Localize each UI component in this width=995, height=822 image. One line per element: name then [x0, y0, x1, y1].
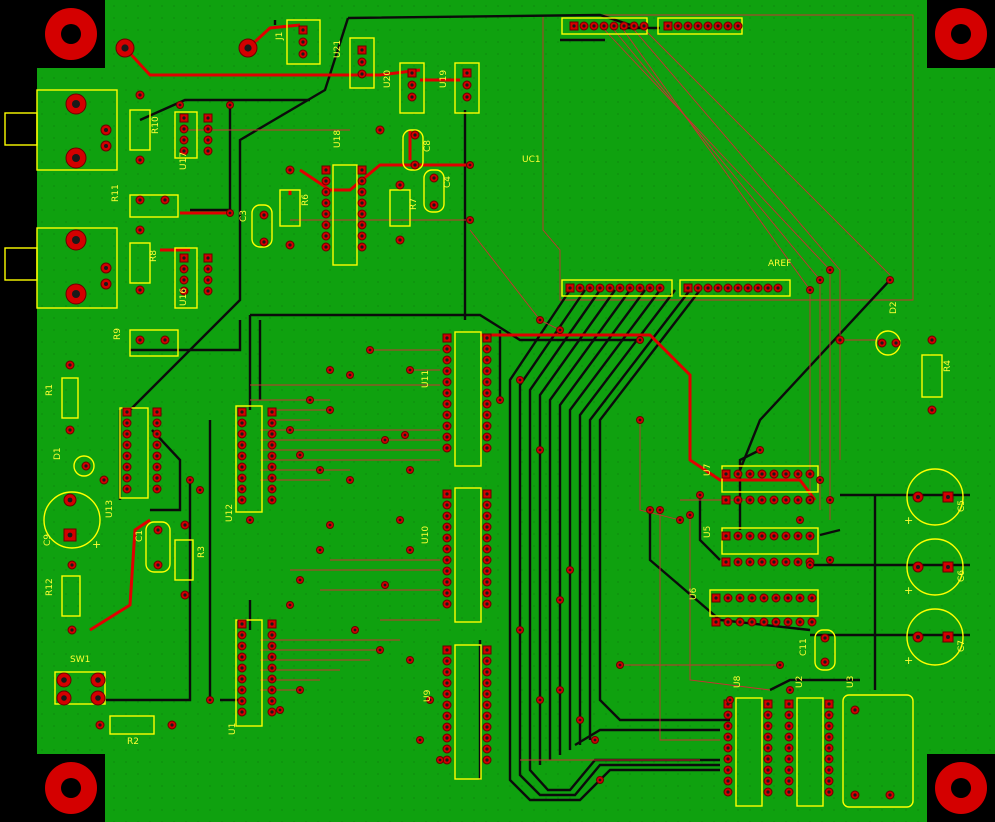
label-U6: U6	[689, 587, 699, 600]
label-D2: D2	[889, 301, 899, 314]
label-U2: U2	[795, 675, 805, 688]
label-R6: R6	[301, 194, 311, 206]
top-tracks	[89, 23, 817, 632]
label-U18: U18	[333, 129, 343, 148]
mounting-hole	[927, 0, 995, 68]
label-U17: U17	[179, 151, 189, 170]
polarity-mark: +	[904, 514, 914, 527]
silkscreen	[4, 17, 964, 808]
label-C5: C5	[957, 499, 967, 512]
label-U16: U16	[179, 287, 189, 306]
label-U9: U9	[423, 689, 433, 702]
label-C9: C9	[43, 533, 53, 546]
label-R10: R10	[151, 116, 161, 134]
label-SW1: SW1	[70, 655, 91, 665]
mounting-hole	[37, 754, 105, 822]
label-R9: R9	[113, 328, 123, 340]
label-U11: U11	[421, 369, 431, 388]
mounting-hole	[37, 0, 105, 68]
polarity-mark: +	[92, 538, 102, 551]
label-U7: U7	[703, 463, 713, 476]
arduino-outline	[542, 14, 914, 301]
label-U19: U19	[439, 69, 449, 88]
label-R8: R8	[149, 250, 159, 262]
label-R3: R3	[197, 546, 207, 558]
signal-lines	[180, 24, 891, 761]
label-U8: U8	[733, 675, 743, 688]
label-U21: U21	[333, 39, 343, 58]
label-R2: R2	[127, 737, 139, 747]
mounting-hole	[927, 754, 995, 822]
pads	[56, 21, 954, 800]
label-C8: C8	[423, 139, 433, 152]
label-U5: U5	[703, 525, 713, 538]
polarity-mark: +	[904, 654, 914, 667]
polarity-mark: +	[904, 584, 914, 597]
label-U13: U13	[105, 499, 115, 518]
label-U20: U20	[383, 69, 393, 88]
label-R1: R1	[45, 384, 55, 396]
label-C7: C7	[957, 639, 967, 652]
label-C11: C11	[799, 638, 809, 656]
label-UC1: UC1	[522, 155, 541, 165]
label-C1: C1	[135, 529, 145, 542]
label-U1: U1	[228, 722, 238, 735]
label-C4: C4	[443, 175, 453, 188]
label-C3: C3	[239, 209, 249, 222]
label-R7: R7	[409, 198, 419, 210]
label-AREF: AREF	[768, 259, 792, 269]
label-J1: J1	[275, 31, 285, 40]
label-U10: U10	[421, 525, 431, 544]
label-R12: R12	[45, 578, 55, 596]
label-C6: C6	[957, 569, 967, 582]
label-D1: D1	[53, 447, 63, 460]
label-U12: U12	[225, 503, 235, 522]
label-U3: U3	[846, 675, 856, 688]
label-R11: R11	[111, 184, 121, 202]
label-R4: R4	[943, 360, 953, 372]
